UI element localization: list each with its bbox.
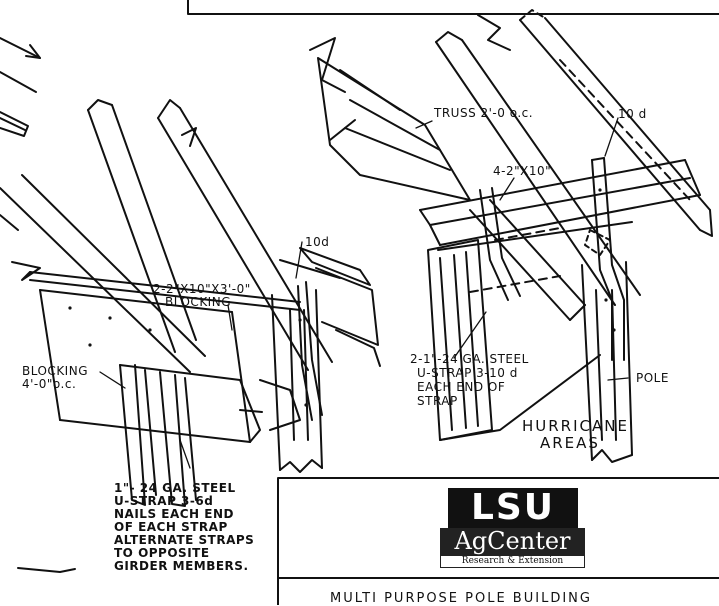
- lsu-agcenter-logo: LSU AgCenter Research & Extension: [440, 488, 585, 568]
- nail-marks: [68, 188, 616, 407]
- strap-left-label-3: NAILS EACH END: [114, 507, 234, 521]
- blocking-left-label-2: 4'-0"o.c.: [22, 377, 77, 391]
- nail-10d-left-label: 10d: [305, 235, 330, 249]
- hurricane-label-1: HURRICANE: [522, 417, 629, 435]
- partial-detail-left: [0, 37, 76, 573]
- blocking-top-label-2: BLOCKING: [165, 295, 231, 309]
- blocking-left-label-1: BLOCKING: [22, 364, 88, 378]
- strap-left-label-5: ALTERNATE STRAPS: [114, 533, 255, 547]
- title-block-frame: [187, 0, 719, 605]
- strap-right-label-1: 2-1"-24 GA. STEEL: [410, 352, 529, 366]
- nail-10d-right-label: 10 d: [618, 107, 647, 121]
- strap-left-label-7: GIRDER MEMBERS.: [114, 559, 249, 573]
- strap-right-label-3: EACH END OF: [417, 380, 506, 394]
- strap-right-label-2: U-STRAP 3-10 d: [417, 366, 518, 380]
- hurricane-label-2: AREAS: [540, 434, 600, 452]
- drawing-title: MULTI PURPOSE POLE BUILDING: [330, 591, 592, 606]
- strap-left-label-6: TO OPPOSITE: [114, 546, 210, 560]
- strap-right-label-4: STRAP: [417, 394, 458, 408]
- leader-lines: [99, 117, 629, 469]
- header-right-label: 4-2"X10": [493, 164, 552, 178]
- strap-left-label-2: U-STRAP 3-6d: [114, 494, 214, 508]
- truss-label: TRUSS 2'-0 o.c.: [434, 106, 534, 120]
- right-assembly: [309, 9, 713, 463]
- pole-label: POLE: [636, 371, 669, 385]
- strap-left-label-1: 1"- 24 GA. STEEL: [114, 481, 236, 495]
- logo-agcenter-text: AgCenter: [440, 528, 585, 555]
- logo-lsu-text: LSU: [448, 488, 578, 528]
- blocking-top-label-1: 2-2"X10"X3'-0": [153, 282, 251, 296]
- logo-subtitle: Research & Extension: [440, 555, 585, 568]
- strap-left-label-4: OF EACH STRAP: [114, 520, 228, 534]
